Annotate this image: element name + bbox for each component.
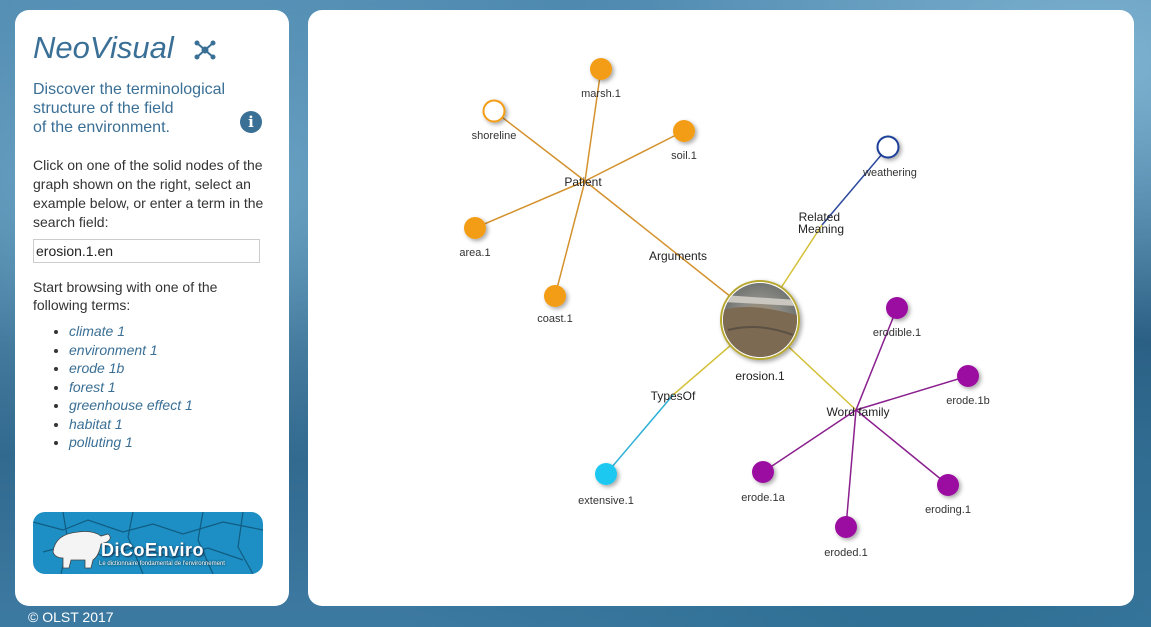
graph-node[interactable]: erodible.1 bbox=[873, 297, 921, 339]
node-label: shoreline bbox=[472, 130, 517, 142]
info-icon[interactable]: i bbox=[240, 111, 262, 133]
graph-edges bbox=[474, 68, 969, 528]
logo-subtitle: Le dictionnaire fondamental de l'environ… bbox=[99, 561, 225, 567]
edge-line bbox=[584, 68, 602, 182]
edge-line bbox=[605, 394, 674, 475]
node-label: eroded.1 bbox=[824, 547, 867, 559]
intro-line: of the environment. bbox=[33, 119, 170, 136]
list-item: polluting 1 bbox=[69, 433, 193, 452]
edge-line bbox=[493, 110, 586, 182]
node-label: area.1 bbox=[459, 247, 490, 259]
relation-label: Related Meaning bbox=[798, 210, 844, 236]
term-link[interactable]: climate 1 bbox=[69, 323, 126, 339]
term-link[interactable]: greenhouse effect 1 bbox=[69, 397, 193, 413]
term-link[interactable]: habitat 1 bbox=[69, 415, 123, 432]
graph-node[interactable]: eroded.1 bbox=[824, 516, 868, 559]
intro-line: Discover the terminological bbox=[33, 81, 226, 98]
node-label: soil.1 bbox=[671, 150, 697, 162]
center-node-label: erosion.1 bbox=[735, 369, 785, 383]
relation-label: TypesOf bbox=[651, 389, 696, 403]
edge-line bbox=[584, 130, 685, 182]
graph-node[interactable]: area.1 bbox=[459, 217, 491, 259]
list-item: climate 1 bbox=[69, 322, 193, 341]
instructions-text: Click on one of the solid nodes of the g… bbox=[33, 157, 264, 230]
node-label: extensive.1 bbox=[578, 495, 634, 507]
graph-node[interactable]: weathering bbox=[862, 135, 917, 180]
relation-labels: Patient Arguments Related Meaning TypesO… bbox=[564, 175, 889, 419]
relation-label: Patient bbox=[564, 175, 602, 189]
search-input[interactable] bbox=[33, 239, 260, 263]
intro-text: Discover the terminological structure of… bbox=[33, 80, 248, 137]
edge-line bbox=[855, 307, 898, 411]
node-label: eroding.1 bbox=[925, 504, 971, 516]
relation-label-line: Related bbox=[799, 210, 840, 224]
node-label: weathering bbox=[862, 167, 917, 179]
edge-line bbox=[554, 180, 586, 297]
graph-node[interactable]: extensive.1 bbox=[578, 463, 634, 507]
list-item: environment 1 bbox=[69, 341, 193, 360]
relation-label: Word family bbox=[826, 405, 889, 419]
term-link[interactable]: erode 1b bbox=[69, 360, 125, 376]
network-icon bbox=[194, 40, 216, 60]
list-item: erode 1b bbox=[69, 359, 193, 378]
list-item: greenhouse effect 1 bbox=[69, 396, 193, 415]
term-link[interactable]: polluting 1 bbox=[69, 434, 133, 450]
term-link[interactable]: forest 1 bbox=[69, 378, 116, 395]
edge-line bbox=[855, 375, 969, 411]
relation-label: Arguments bbox=[649, 249, 707, 263]
term-graph: Patient Arguments Related Meaning TypesO… bbox=[459, 58, 990, 559]
node-label: erodible.1 bbox=[873, 327, 921, 339]
graph-node[interactable]: eroding.1 bbox=[925, 474, 971, 516]
node-label: erode.1b bbox=[946, 395, 989, 407]
edge-line bbox=[821, 146, 889, 226]
graph-node[interactable]: coast.1 bbox=[537, 285, 573, 325]
sidebar: NeoVisual Discover the terminological st… bbox=[15, 10, 289, 606]
graph-node[interactable]: shoreline bbox=[472, 99, 517, 143]
list-item: habitat 1 bbox=[69, 415, 193, 434]
edge-line bbox=[845, 409, 857, 528]
edge-line bbox=[762, 409, 857, 473]
graph-node[interactable]: erode.1b bbox=[946, 365, 990, 407]
center-node-erosion[interactable]: erosion.1 bbox=[720, 280, 800, 383]
logo-text: DiCoEnviro bbox=[101, 540, 205, 560]
dicoenviro-logo[interactable] bbox=[33, 512, 263, 574]
footer-copyright: © OLST 2017 bbox=[28, 609, 114, 625]
intro-line: structure of the field bbox=[33, 100, 174, 117]
list-item: forest 1 bbox=[69, 378, 193, 397]
polar-bear-icon bbox=[52, 531, 111, 569]
graph-node[interactable]: soil.1 bbox=[671, 120, 697, 162]
node-label: coast.1 bbox=[537, 313, 572, 325]
graph-panel: Patient Arguments Related Meaning TypesO… bbox=[308, 10, 1134, 606]
brand-title: NeoVisual bbox=[33, 30, 174, 65]
graph-node[interactable]: erode.1a bbox=[741, 461, 786, 504]
node-label: erode.1a bbox=[741, 492, 785, 504]
start-browsing-text: Start browsing with one of the following… bbox=[33, 279, 218, 313]
node-label: marsh.1 bbox=[581, 88, 621, 100]
edge-line bbox=[474, 180, 586, 229]
example-terms-list: climate 1 environment 1 erode 1b forest … bbox=[51, 322, 193, 452]
relation-label-line: Meaning bbox=[798, 222, 844, 236]
edge-line bbox=[855, 409, 949, 486]
term-link[interactable]: environment 1 bbox=[69, 341, 158, 358]
graph-node[interactable]: marsh.1 bbox=[581, 58, 621, 100]
